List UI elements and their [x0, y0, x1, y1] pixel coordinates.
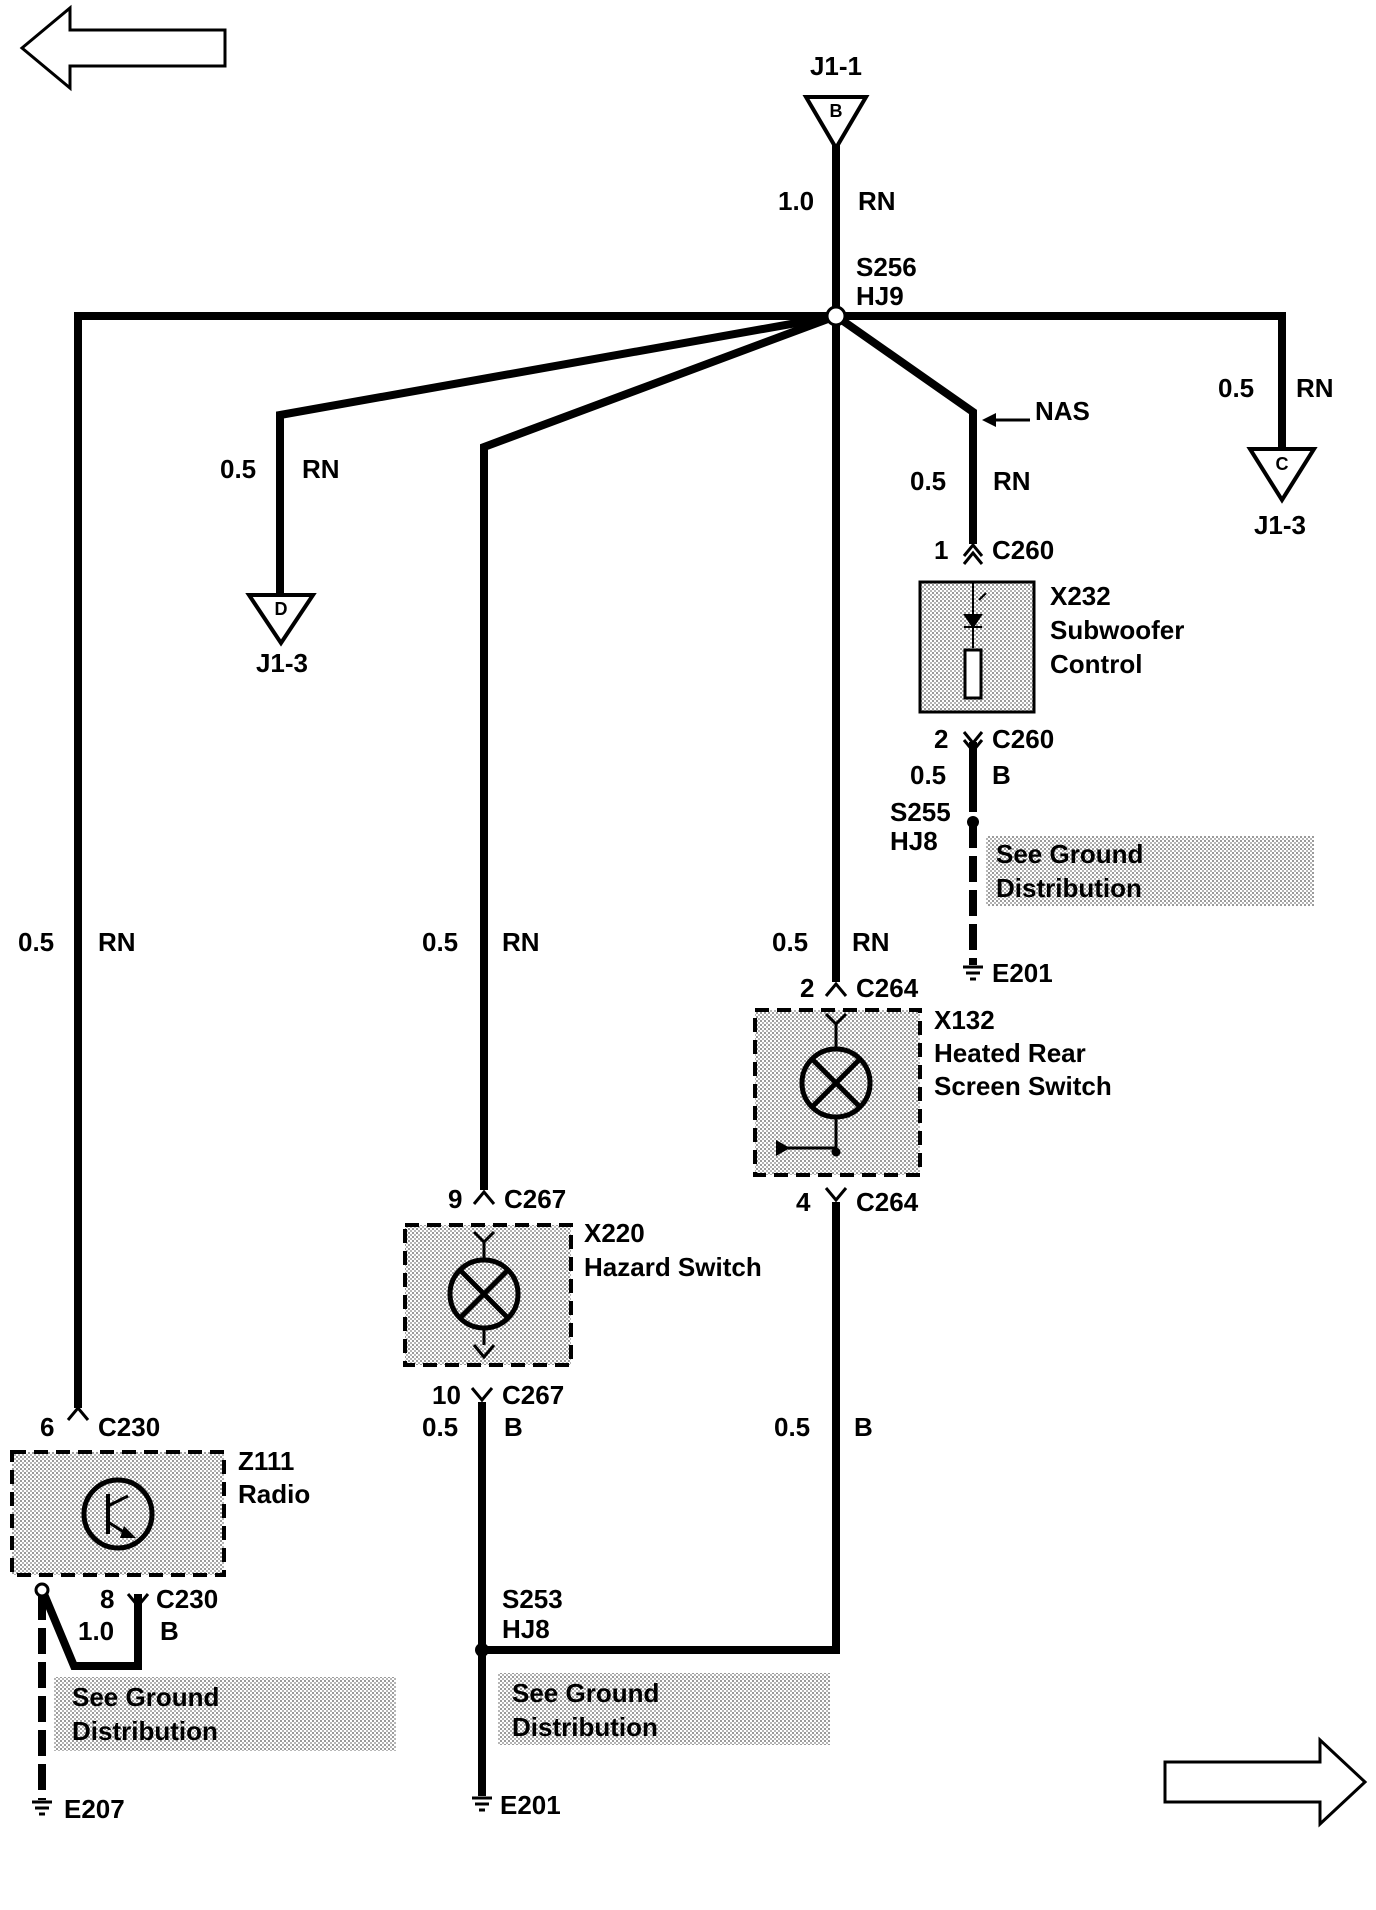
source-triangle	[802, 95, 870, 152]
radio-conn-out: C230	[156, 1584, 218, 1614]
right-arrow-icon[interactable]	[1163, 1736, 1368, 1828]
branch-left-triangle	[245, 593, 317, 647]
hazard-pin-in: 9	[448, 1184, 462, 1214]
splice-s255	[967, 816, 979, 828]
dashed-wires	[38, 822, 977, 1800]
splice-bottom-note2: Distribution	[512, 1712, 658, 1742]
nas-label: NAS	[1035, 396, 1090, 426]
hazard-conn-out: C267	[502, 1380, 564, 1410]
radio-note1: See Ground	[72, 1682, 219, 1712]
radio-ground-pin	[34, 1582, 50, 1598]
fuse-icon	[963, 582, 987, 700]
hazard-conn-in: C267	[504, 1184, 566, 1214]
splice-bottom-id: S253	[502, 1584, 563, 1614]
nas-pointer	[982, 413, 1030, 427]
ground-note-bg-radio	[54, 1677, 396, 1751]
heated-gauge-out: 0.5	[774, 1412, 810, 1442]
branch-right-gauge: 0.5	[1218, 373, 1254, 403]
subwoofer-pin-in: 1	[934, 535, 948, 565]
heated-color-out: B	[854, 1412, 873, 1442]
source-letter: B	[830, 101, 843, 121]
radio-ground: E207	[64, 1794, 125, 1824]
splice-top-id: S256	[856, 252, 917, 282]
subwoofer-gauge-in: 0.5	[910, 466, 946, 496]
heated-ref: X132	[934, 1005, 995, 1035]
radio-ref: Z111	[238, 1446, 294, 1476]
radio-conn-in: C230	[98, 1412, 160, 1442]
radio-gauge-out: 1.0	[78, 1616, 114, 1646]
heated-conn-in: C264	[856, 973, 919, 1003]
ground-icon	[963, 965, 983, 981]
radio-note2: Distribution	[72, 1716, 218, 1746]
splice-top-loc: HJ9	[856, 281, 904, 311]
branch-left-color: RN	[302, 454, 340, 484]
subwoofer-pin-out: 2	[934, 724, 948, 754]
radio-color-out: B	[160, 1616, 179, 1646]
hazard-color-in: RN	[502, 927, 540, 957]
ground-note-bg-subwoofer	[986, 836, 1314, 906]
heated-color-in: RN	[852, 927, 890, 957]
hazard-ref: X220	[584, 1218, 645, 1248]
subwoofer-conn-in: C260	[992, 535, 1054, 565]
subwoofer-note1: See Ground	[996, 839, 1143, 869]
subwoofer-conn-out: C260	[992, 724, 1054, 754]
branch-right-triangle	[1246, 447, 1318, 504]
subwoofer-splice-loc: HJ8	[890, 826, 938, 856]
splice-s253	[475, 1643, 489, 1657]
splice-bottom-note1: See Ground	[512, 1678, 659, 1708]
heated-line2: Screen Switch	[934, 1071, 1112, 1101]
source-color: RN	[858, 186, 896, 216]
subwoofer-line2: Control	[1050, 649, 1142, 679]
ground-icon	[32, 1800, 52, 1816]
connector-pins	[66, 542, 984, 1609]
branch-right-dest: J1-3	[1254, 510, 1306, 540]
radio-pin-out: 8	[100, 1584, 114, 1614]
branch-left-letter: D	[275, 599, 288, 619]
left-arrow-icon[interactable]	[19, 4, 227, 92]
hazard-name: Hazard Switch	[584, 1252, 762, 1282]
hazard-gauge-out: 0.5	[422, 1412, 458, 1442]
hazard-color-out: B	[504, 1412, 523, 1442]
source-gauge: 1.0	[778, 186, 814, 216]
hazard-gauge-in: 0.5	[422, 927, 458, 957]
subwoofer-color-out: B	[992, 760, 1011, 790]
subwoofer-note2: Distribution	[996, 873, 1142, 903]
lamp-icon	[447, 1242, 521, 1345]
hazard-pin-out: 10	[432, 1380, 461, 1410]
heated-gauge-in: 0.5	[772, 927, 808, 957]
radio-color-in: RN	[98, 927, 136, 957]
branch-left-gauge: 0.5	[220, 454, 256, 484]
lamp-icon	[776, 1024, 873, 1157]
radio-name: Radio	[238, 1479, 310, 1509]
wires	[40, 118, 1286, 1796]
subwoofer-splice: S255	[890, 797, 951, 827]
transistor-icon	[81, 1477, 155, 1551]
subwoofer-color-in: RN	[993, 466, 1031, 496]
radio-pin-in: 6	[40, 1412, 54, 1442]
ground-icon	[472, 1796, 492, 1812]
subwoofer-gauge-out: 0.5	[910, 760, 946, 790]
splice-bottom-loc: HJ8	[502, 1614, 550, 1644]
branch-right-color: RN	[1296, 373, 1334, 403]
branch-right-letter: C	[1276, 454, 1289, 474]
heated-pin-in: 2	[800, 973, 814, 1003]
heated-line1: Heated Rear	[934, 1038, 1086, 1068]
heated-conn-out: C264	[856, 1187, 919, 1217]
splice-bottom-ground: E201	[500, 1790, 561, 1820]
radio-gauge-in: 0.5	[18, 927, 54, 957]
ground-note-bg-s253	[498, 1673, 830, 1745]
radio-box	[10, 1450, 226, 1577]
subwoofer-line1: Subwoofer	[1050, 615, 1184, 645]
subwoofer-ref: X232	[1050, 581, 1111, 611]
source-name: J1-1	[810, 51, 862, 81]
branch-left-dest: J1-3	[256, 648, 308, 678]
subwoofer-ground: E201	[992, 958, 1053, 988]
splice-s256	[825, 305, 847, 327]
heated-pin-out: 4	[796, 1187, 811, 1217]
